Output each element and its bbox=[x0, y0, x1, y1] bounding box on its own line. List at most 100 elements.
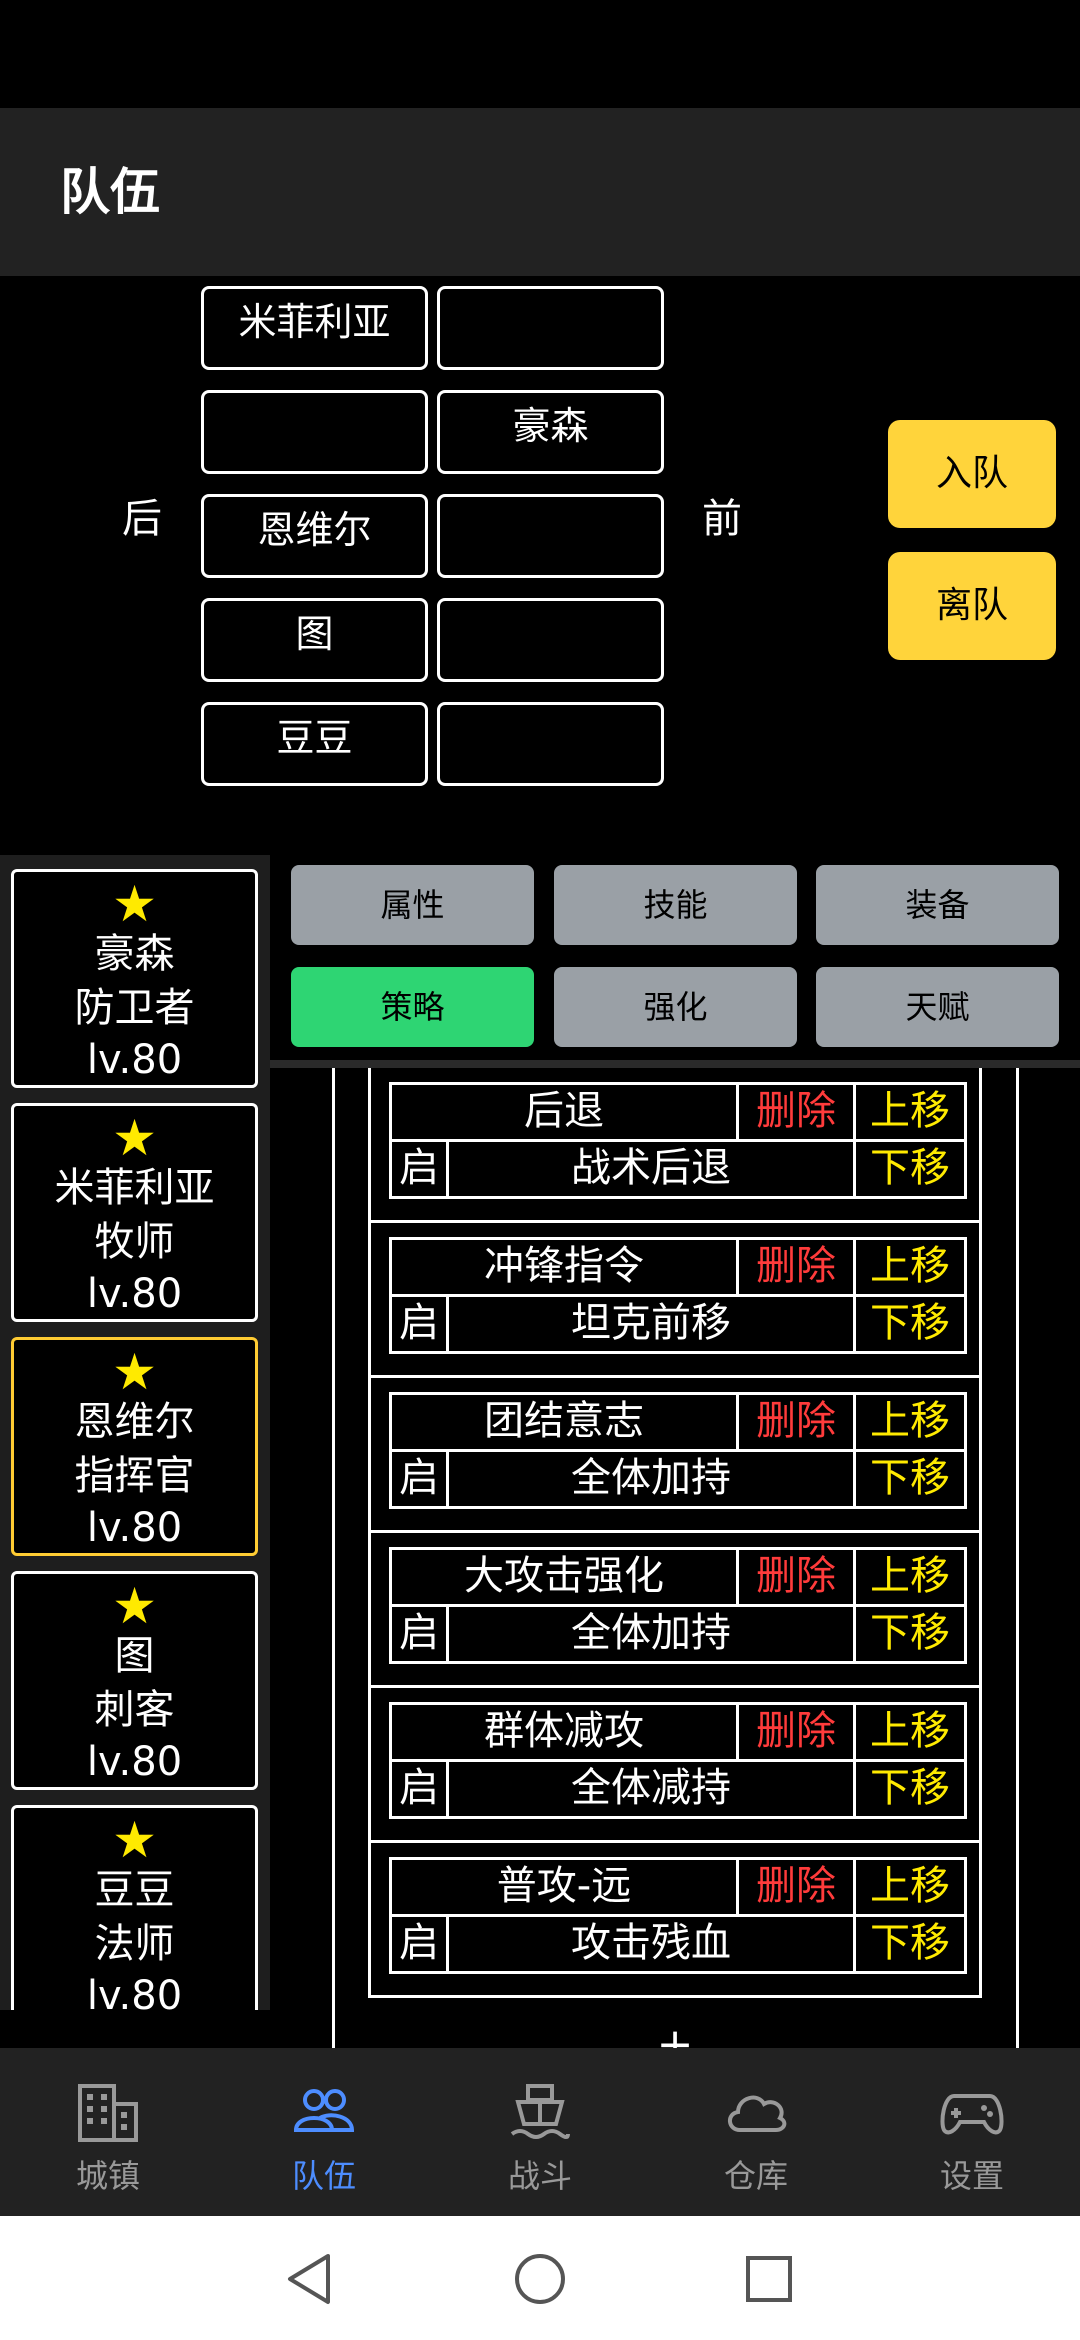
hero-card[interactable]: ★ 豆豆 法师 lv.80 bbox=[11, 1805, 258, 2010]
move-down-button[interactable]: 下移 bbox=[853, 1759, 967, 1819]
system-nav-bar bbox=[0, 2216, 1080, 2340]
strategy-name[interactable]: 后退 bbox=[389, 1082, 739, 1142]
delete-button[interactable]: 删除 bbox=[736, 1547, 856, 1607]
move-up-button[interactable]: 上移 bbox=[853, 1392, 967, 1452]
move-up-button[interactable]: 上移 bbox=[853, 1547, 967, 1607]
move-down-button[interactable]: 下移 bbox=[853, 1914, 967, 1974]
strategy-action[interactable]: 坦克前移 bbox=[446, 1294, 856, 1354]
enabled-toggle[interactable]: 启 bbox=[389, 1604, 449, 1664]
back-icon[interactable] bbox=[284, 2252, 334, 2306]
page-title: 队伍 bbox=[60, 163, 160, 221]
move-up-button[interactable]: 上移 bbox=[853, 1702, 967, 1762]
strategy-action[interactable]: 攻击残血 bbox=[446, 1914, 856, 1974]
nav-label: 设置 bbox=[939, 2157, 1004, 2195]
nav-town[interactable]: 城镇 bbox=[0, 2048, 216, 2216]
move-down-button[interactable]: 下移 bbox=[853, 1449, 967, 1509]
strategy-action[interactable]: 全体加持 bbox=[446, 1449, 856, 1509]
formation-slot-back-2[interactable] bbox=[201, 390, 428, 474]
strategy-name[interactable]: 大攻击强化 bbox=[389, 1547, 739, 1607]
delete-button[interactable]: 删除 bbox=[736, 1702, 856, 1762]
delete-button[interactable]: 删除 bbox=[736, 1392, 856, 1452]
move-down-button[interactable]: 下移 bbox=[853, 1604, 967, 1664]
move-up-button[interactable]: 上移 bbox=[853, 1857, 967, 1917]
strategy-item: 大攻击强化 删除 上移 启 全体加持 下移 bbox=[368, 1533, 982, 1688]
hero-level: lv.80 bbox=[86, 1037, 183, 1083]
hero-level: lv.80 bbox=[86, 1739, 183, 1785]
strategy-item: 普攻-远 删除 上移 启 攻击残血 下移 bbox=[368, 1843, 982, 1998]
delete-button[interactable]: 删除 bbox=[736, 1857, 856, 1917]
strategy-list[interactable]: 后退 删除 上移 启 战术后退 下移 冲锋指令 删除 上移 启 坦克前移 下移 … bbox=[368, 1068, 982, 2048]
nav-label: 城镇 bbox=[75, 2157, 140, 2195]
strategy-list-frame bbox=[332, 1068, 1019, 2048]
gamepad-icon bbox=[940, 2094, 1004, 2135]
nav-battle[interactable]: 战斗 bbox=[432, 2048, 648, 2216]
nav-team[interactable]: 队伍 bbox=[216, 2048, 432, 2216]
formation-slot-back-3[interactable]: 恩维尔 bbox=[201, 494, 428, 578]
hero-card-selected[interactable]: ★ 恩维尔 指挥官 lv.80 bbox=[11, 1337, 258, 1556]
enabled-toggle[interactable]: 启 bbox=[389, 1294, 449, 1354]
formation-slot-front-3[interactable] bbox=[437, 494, 664, 578]
strategy-action[interactable]: 全体加持 bbox=[446, 1604, 856, 1664]
enabled-toggle[interactable]: 启 bbox=[389, 1449, 449, 1509]
star-icon: ★ bbox=[112, 1811, 157, 1869]
hero-card[interactable]: ★ 图 刺客 lv.80 bbox=[11, 1571, 258, 1790]
formation-slot-front-2[interactable]: 豪森 bbox=[437, 390, 664, 474]
strategy-action[interactable]: 全体减持 bbox=[446, 1759, 856, 1819]
move-down-button[interactable]: 下移 bbox=[853, 1139, 967, 1199]
hero-name: 米菲利亚 bbox=[54, 1165, 215, 1211]
star-icon: ★ bbox=[112, 1343, 157, 1401]
hero-level: lv.80 bbox=[86, 1973, 183, 2010]
tab-talent[interactable]: 天赋 bbox=[816, 967, 1059, 1047]
formation-slot-front-4[interactable] bbox=[437, 598, 664, 682]
tab-enhance[interactable]: 强化 bbox=[554, 967, 797, 1047]
hero-role: 指挥官 bbox=[74, 1453, 195, 1499]
nav-label: 仓库 bbox=[723, 2157, 788, 2195]
formation-slot-back-5[interactable]: 豆豆 bbox=[201, 702, 428, 786]
strategy-item: 后退 删除 上移 启 战术后退 下移 bbox=[368, 1068, 982, 1223]
tab-equipment[interactable]: 装备 bbox=[816, 865, 1059, 945]
enabled-toggle[interactable]: 启 bbox=[389, 1759, 449, 1819]
recents-icon[interactable] bbox=[744, 2254, 794, 2304]
strategy-item: 群体减攻 删除 上移 启 全体减持 下移 bbox=[368, 1688, 982, 1843]
nav-settings[interactable]: 设置 bbox=[864, 2048, 1080, 2216]
add-strategy-button[interactable]: + bbox=[656, 2019, 694, 2048]
tab-strategy[interactable]: 策略 bbox=[291, 967, 534, 1047]
enabled-toggle[interactable]: 启 bbox=[389, 1139, 449, 1199]
hero-level: lv.80 bbox=[86, 1505, 183, 1551]
leave-team-button[interactable]: 离队 bbox=[888, 552, 1056, 660]
hero-roster[interactable]: ★ 豪森 防卫者 lv.80 ★ 米菲利亚 牧师 lv.80 ★ 恩维尔 指挥官… bbox=[0, 855, 270, 2010]
strategy-item: 团结意志 删除 上移 启 全体加持 下移 bbox=[368, 1378, 982, 1533]
formation-slot-front-5[interactable] bbox=[437, 702, 664, 786]
strategy-name[interactable]: 普攻-远 bbox=[389, 1857, 739, 1917]
strategy-name[interactable]: 群体减攻 bbox=[389, 1702, 739, 1762]
strategy-name[interactable]: 冲锋指令 bbox=[389, 1237, 739, 1297]
enabled-toggle[interactable]: 启 bbox=[389, 1914, 449, 1974]
join-team-button[interactable]: 入队 bbox=[888, 420, 1056, 528]
formation-slot-front-1[interactable] bbox=[437, 286, 664, 370]
delete-button[interactable]: 删除 bbox=[736, 1082, 856, 1142]
hero-card[interactable]: ★ 米菲利亚 牧师 lv.80 bbox=[11, 1103, 258, 1322]
star-icon: ★ bbox=[112, 1577, 157, 1635]
bottom-nav bbox=[0, 2048, 1080, 2216]
hero-card[interactable]: ★ 豪森 防卫者 lv.80 bbox=[11, 869, 258, 1088]
nav-warehouse[interactable]: 仓库 bbox=[648, 2048, 864, 2216]
move-down-button[interactable]: 下移 bbox=[853, 1294, 967, 1354]
tab-attributes[interactable]: 属性 bbox=[291, 865, 534, 945]
home-icon[interactable] bbox=[513, 2252, 567, 2306]
formation-slot-back-1[interactable]: 米菲利亚 bbox=[201, 286, 428, 370]
strategy-name[interactable]: 团结意志 bbox=[389, 1392, 739, 1452]
move-up-button[interactable]: 上移 bbox=[853, 1082, 967, 1142]
strategy-action[interactable]: 战术后退 bbox=[446, 1139, 856, 1199]
back-row-label: 后 bbox=[122, 496, 162, 542]
formation-slot-back-4[interactable]: 图 bbox=[201, 598, 428, 682]
people-icon bbox=[293, 2089, 355, 2132]
front-row-label: 前 bbox=[702, 496, 742, 542]
move-up-button[interactable]: 上移 bbox=[853, 1237, 967, 1297]
delete-button[interactable]: 删除 bbox=[736, 1237, 856, 1297]
star-icon: ★ bbox=[112, 1109, 157, 1167]
tab-skills[interactable]: 技能 bbox=[554, 865, 797, 945]
building-icon bbox=[78, 2084, 138, 2142]
hero-level: lv.80 bbox=[86, 1271, 183, 1317]
cloud-icon bbox=[728, 2095, 787, 2132]
ship-icon bbox=[510, 2084, 570, 2139]
